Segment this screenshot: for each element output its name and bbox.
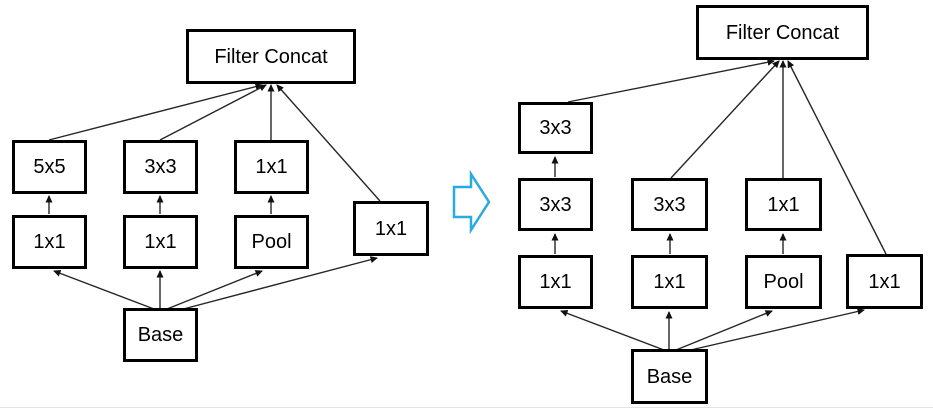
edge-left-5x5-to-concat — [48, 83, 263, 141]
left-conv3x3-box: 3x3 — [123, 140, 198, 194]
edge-right-base-to-side1x1 — [681, 308, 865, 353]
edge-right-base-to-1x1a — [560, 310, 665, 351]
left-conv1x1-b-box: 1x1 — [123, 215, 198, 269]
right-conv3x3-mid-box: 3x3 — [518, 178, 593, 231]
right-conv1x1-top-box: 1x1 — [745, 178, 822, 231]
right-module-edges — [551, 58, 887, 353]
right-conv3x3-b-box: 3x3 — [631, 178, 708, 231]
right-filter-concat-box: Filter Concat — [696, 5, 869, 60]
left-conv1x1-a-box: 1x1 — [12, 215, 87, 269]
left-conv1x1-top-box: 1x1 — [234, 140, 309, 194]
edge-left-3x3-to-concat — [159, 84, 267, 141]
right-base-box: Base — [631, 349, 708, 404]
right-pool-box: Pool — [745, 255, 822, 309]
left-conv1x1-side-box: 1x1 — [353, 201, 429, 256]
left-base-box: Base — [123, 308, 198, 362]
left-conv5x5-box: 5x5 — [12, 140, 87, 194]
right-conv1x1-side-box: 1x1 — [846, 254, 923, 309]
edge-left-base-to-1x1a — [53, 270, 155, 310]
transform-right-arrow-icon — [452, 169, 491, 235]
right-conv3x3-top-box: 3x3 — [518, 102, 593, 154]
left-filter-concat-box: Filter Concat — [186, 29, 356, 84]
right-conv1x1-b-box: 1x1 — [631, 255, 708, 309]
left-module-edges — [45, 83, 381, 313]
edge-left-base-to-pool — [166, 270, 263, 310]
edge-right-3x3-to-concat — [670, 60, 780, 179]
edge-right-base-to-pool — [675, 310, 773, 351]
right-conv1x1-a-box: 1x1 — [518, 255, 593, 309]
edge-right-3x3top-to-concat — [567, 58, 775, 103]
left-pool-box: Pool — [234, 215, 309, 269]
